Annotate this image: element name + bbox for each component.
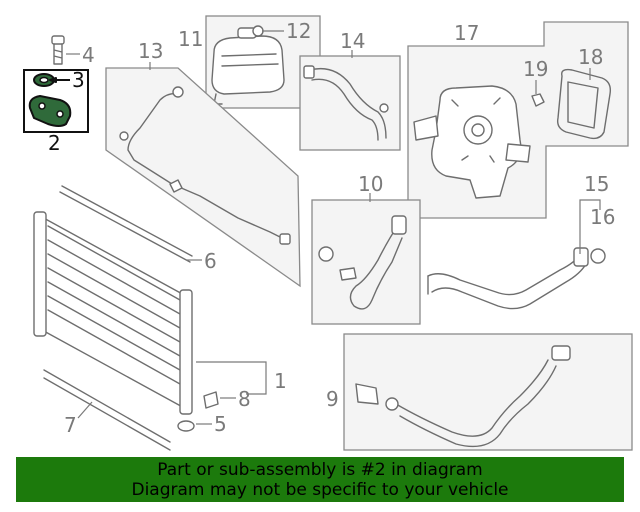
o-ring-16[interactable] [590,248,606,264]
banner-line-2: Diagram may not be specific to your vehi… [131,480,509,500]
info-banner: Part or sub-assembly is #2 in diagram Di… [16,457,624,502]
callout-19[interactable]: 19 [523,57,548,81]
banner-line-1: Part or sub-assembly is #2 in diagram [157,460,483,480]
callout-1[interactable]: 1 [274,369,287,393]
insulator-5[interactable] [177,420,195,432]
seal-7[interactable] [43,369,171,451]
thermostat-housing-panel[interactable] [407,21,629,219]
callout-9[interactable]: 9 [326,387,339,411]
callout-2[interactable]: 2 [48,131,61,155]
callout-17[interactable]: 17 [454,21,479,45]
callout-4[interactable]: 4 [82,43,95,67]
callout-10[interactable]: 10 [358,172,383,196]
callout-5[interactable]: 5 [214,412,227,436]
callout-14[interactable]: 14 [340,29,365,53]
hose-13-panel[interactable] [105,67,301,288]
callout-7[interactable]: 7 [64,413,77,437]
callout-6[interactable]: 6 [204,249,217,273]
hose-14-panel[interactable] [299,55,401,151]
callout-13[interactable]: 13 [138,39,163,63]
drain-plug-8[interactable] [203,391,219,409]
callout-16[interactable]: 16 [590,205,615,229]
water-pipe-15[interactable] [427,247,589,310]
parts-diagram: 11 12 13 14 17 19 18 [23,15,633,451]
hose-9-panel[interactable] [343,333,633,451]
callout-18[interactable]: 18 [578,45,603,69]
radiator-1[interactable] [33,211,193,415]
bolt-4[interactable] [51,35,65,65]
highlight-box-part-2[interactable] [23,69,89,133]
callout-8[interactable]: 8 [238,387,251,411]
callout-3[interactable]: 3 [72,68,85,92]
hose-10-panel[interactable] [311,199,421,325]
callout-12[interactable]: 12 [286,19,311,43]
callout-11[interactable]: 11 [178,27,203,51]
seal-6[interactable] [59,185,193,263]
callout-15[interactable]: 15 [584,172,609,196]
